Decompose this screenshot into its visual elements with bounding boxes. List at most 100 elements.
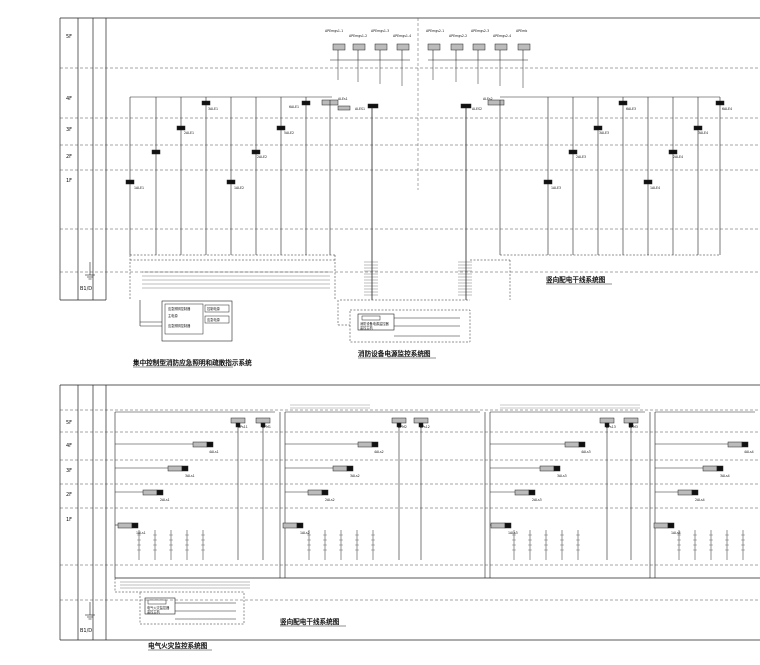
ap-label: APEmgs1-2 — [349, 34, 367, 38]
breaker-symbol — [504, 522, 512, 529]
box-label: 1ALE2 — [234, 186, 244, 190]
distribution-box-symbol — [332, 465, 348, 472]
cabinet-line: 控制电源 — [207, 306, 221, 311]
ap-label: APEmgs2-1 — [426, 29, 444, 33]
ap-box-symbol — [517, 43, 531, 51]
ap-box-symbol — [599, 417, 615, 424]
ap-box-symbol — [472, 43, 486, 51]
floor-label: 2F — [66, 154, 72, 160]
box-label: 4ALs2 — [374, 450, 384, 454]
ap-box-symbol — [352, 43, 366, 51]
distribution-box-symbol — [715, 100, 725, 106]
top-floor-lines — [60, 67, 760, 273]
box-label: 2ALE4 — [673, 155, 683, 159]
breaker-symbol — [296, 522, 304, 529]
distribution-box-symbol — [702, 465, 718, 472]
box-label: 2ALE3 — [576, 155, 586, 159]
cabinet-line: 应急照明控制器 — [168, 323, 191, 328]
box-label: 1ALs2 — [300, 531, 310, 535]
distribution-box-symbol — [543, 179, 553, 185]
distribution-box-symbol — [653, 522, 669, 529]
ap-label: APM1 — [262, 425, 271, 429]
distribution-box-symbol — [677, 489, 693, 496]
box-label: 4ALs3 — [581, 450, 591, 454]
box-label: 3ALE1 — [208, 107, 218, 111]
distribution-box-symbol — [568, 149, 578, 155]
distribution-box-symbol — [151, 149, 161, 155]
distribution-box-symbol — [307, 489, 323, 496]
breaker-symbol — [156, 489, 164, 496]
box-label: 4ALs1 — [209, 450, 219, 454]
box-label: 3ALs4 — [720, 474, 730, 478]
distribution-box-symbol — [226, 179, 236, 185]
distribution-box-symbol — [514, 489, 530, 496]
cabinet-line: 主电源 — [168, 313, 178, 318]
main-box-label: ALES1 — [355, 107, 365, 111]
distribution-box-symbol — [693, 125, 703, 131]
breaker-symbol — [131, 522, 139, 529]
distribution-box-symbol — [125, 179, 135, 185]
main-box-label: ALES2 — [472, 107, 482, 111]
ap-box-symbol — [427, 43, 441, 51]
box-label: 3ALs2 — [350, 474, 360, 478]
ap-box-symbol — [494, 43, 508, 51]
ap-box-symbol — [230, 417, 246, 424]
cabinet-line: 应急照明控制器 — [168, 306, 191, 311]
distribution-box-symbol — [643, 179, 653, 185]
ap-label: APs12 — [420, 425, 430, 429]
floor-label: 1F — [66, 178, 72, 184]
cabinet-line: 应急电源 — [207, 317, 221, 322]
ap-box-symbol — [396, 43, 410, 51]
bottom-title-vertical-feeder: 竖向配电干线系统图 — [280, 617, 340, 626]
distribution-box-symbol — [251, 149, 261, 155]
ap-label: APM3 — [629, 425, 638, 429]
box-label: 6ALE1 — [289, 105, 299, 109]
ap-label: APEmb — [516, 29, 527, 33]
box-label: 1ALs4 — [671, 531, 681, 535]
breaker-symbol — [346, 465, 354, 472]
box-label: 2ALs3 — [532, 498, 542, 502]
box-label: 2ALE2 — [257, 155, 267, 159]
top-title-emergency-lighting: 集中控制型消防应急照明和疏散指示系统 — [132, 358, 252, 367]
basement-label: B1/D — [80, 628, 92, 634]
ap-box-symbol — [374, 43, 388, 51]
ground-icon — [85, 262, 95, 280]
floor-label: 4F — [66, 96, 72, 102]
electrical-fire-monitor: 电气火灾监控器 监控主机 — [139, 591, 245, 625]
box-label: 2ALE1 — [184, 131, 194, 135]
box-label: 1ALE3 — [551, 186, 561, 190]
breaker-symbol — [716, 465, 724, 472]
distribution-box-symbol — [618, 100, 628, 106]
monitor-line: 监控主机 — [147, 609, 161, 614]
ap-box-symbol — [391, 417, 407, 424]
top-title-fire-power-monitor: 消防设备电源监控系统图 — [358, 349, 431, 358]
top-panel: 5F 4F 3F 2F 1F B1/D APEmgs1-1 APEmgs1-2 … — [59, 17, 760, 368]
breaker-symbol — [181, 465, 189, 472]
ap-box-symbol — [413, 417, 429, 424]
breaker-symbol — [206, 441, 214, 448]
box-label: 2ALs1 — [160, 498, 170, 502]
bottom-floor-lines — [60, 409, 760, 601]
box-label: 3ALs3 — [557, 474, 567, 478]
ap-box-symbol — [623, 417, 639, 424]
bottom-bus-network — [114, 404, 760, 593]
distribution-box-symbol — [727, 441, 743, 448]
ap-label: APEmgs1-3 — [371, 29, 389, 33]
ap-label: APEmgs2-3 — [471, 29, 489, 33]
floor-label: 4F — [66, 443, 72, 449]
top-ap-labels: APEmgs1-1 APEmgs1-2 APEmgs1-3 APEmgs1-4 … — [325, 29, 527, 111]
top-title-vertical-feeder: 竖向配电干线系统图 — [546, 275, 606, 284]
distribution-box-symbol — [282, 522, 298, 529]
breaker-symbol — [528, 489, 536, 496]
distribution-box-symbol — [357, 441, 373, 448]
emergency-lighting-cabinet: 应急照明控制器 主电源 控制电源 应急电源 应急照明控制器 — [139, 300, 233, 342]
distribution-box-symbol — [539, 465, 555, 472]
bottom-box-labels: 4ALs1 3ALs1 2ALs1 1ALs1 4ALs2 3ALs2 2ALs… — [136, 450, 754, 535]
bottom-title-fire-monitor: 电气火灾监控系统图 — [148, 641, 208, 650]
floor-label: 2F — [66, 492, 72, 498]
breaker-symbol — [321, 489, 329, 496]
breaker-symbol — [578, 441, 586, 448]
breaker-symbol — [667, 522, 675, 529]
ap-label: APEmgs1-1 — [325, 29, 343, 33]
